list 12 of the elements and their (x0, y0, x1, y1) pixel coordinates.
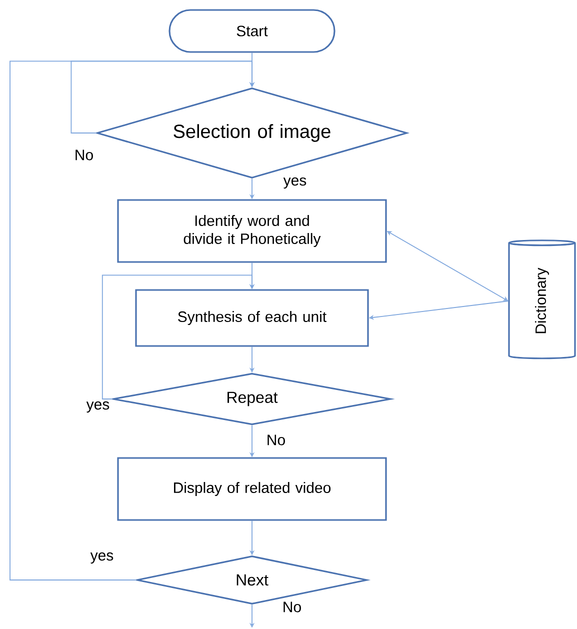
process-box: Identify word and divide it Phonetically (117, 199, 387, 263)
process-box: Display of related video (117, 457, 387, 521)
edge-label: yes (282, 176, 308, 190)
start-terminal: Start (168, 9, 336, 53)
edge-label: yes (89, 551, 115, 565)
arrow (10, 60, 255, 580)
database-cylinder: Dictionary (508, 240, 576, 360)
edge-label: yes (85, 400, 111, 414)
edge-label: No (265, 434, 287, 446)
edge-label: No (73, 148, 95, 162)
process-box: Synthesis of each unit (135, 289, 369, 347)
arrow (102, 274, 255, 400)
